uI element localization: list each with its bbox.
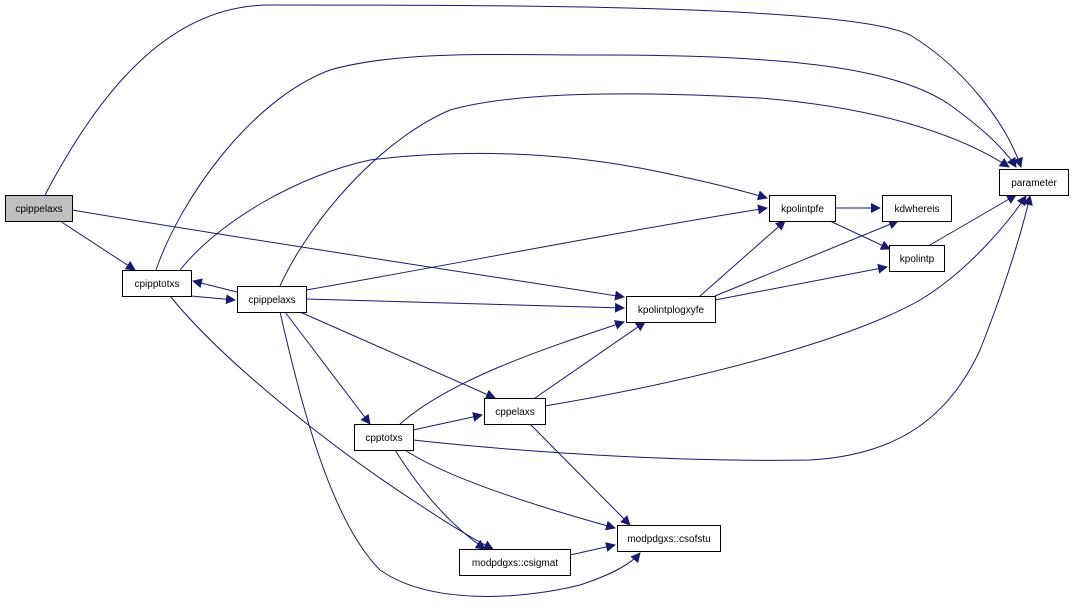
edge-cppelaxs-to-csofstu xyxy=(529,423,631,526)
edges-layer xyxy=(44,4,1033,597)
edge-cpptotxs-to-csigmat xyxy=(394,449,486,550)
edge-root-to-cpipptotxs xyxy=(59,220,136,271)
node-box[interactable] xyxy=(882,195,952,222)
edge-kpolintplogxyfe-to-kpolintpfe xyxy=(699,220,786,297)
edge-kpolintplogxyfe-to-kdwhereis xyxy=(714,219,899,297)
node-label: cpippelaxs xyxy=(15,204,62,215)
edge-cpipptotxs-to-parameter xyxy=(155,53,1017,271)
node-label: cpippelaxs xyxy=(248,295,295,306)
node-label: kpolintplogxyfe xyxy=(638,305,705,316)
edge-cppelaxs-to-parameter xyxy=(544,195,1027,407)
node-cpipptotxs[interactable]: cpipptotxs xyxy=(122,270,192,297)
edge-cpipptotxs-to-csigmat xyxy=(169,295,494,550)
node-label: modpdgxs::csofstu xyxy=(627,534,710,545)
node-kpolintp[interactable]: kpolintp xyxy=(889,245,945,272)
node-label: cpptotxs xyxy=(365,433,402,444)
node-label: cppelaxs xyxy=(495,407,534,418)
node-label: parameter xyxy=(1011,178,1057,189)
edge-kpolintpfe-to-kpolintp xyxy=(829,220,891,250)
node-parameter[interactable]: parameter xyxy=(999,169,1069,196)
node-box[interactable] xyxy=(354,424,414,451)
node-cppelaxs[interactable]: cppelaxs xyxy=(484,398,546,425)
node-kdwhereis[interactable]: kdwhereis xyxy=(882,195,952,222)
node-box[interactable] xyxy=(237,286,307,313)
edge-cpptotxs-to-csofstu xyxy=(404,449,616,531)
edge-root-to-kpolintplogxyfe xyxy=(71,209,625,301)
node-label: kpolintp xyxy=(900,254,935,265)
node-box[interactable] xyxy=(484,398,546,425)
node-box[interactable] xyxy=(5,195,73,222)
edge-csigmat-to-csofstu xyxy=(569,542,616,556)
node-label: kpolintpfe xyxy=(781,204,824,215)
node-box[interactable] xyxy=(617,525,721,552)
edge-kpolintplogxyfe-to-kpolintp xyxy=(714,263,888,301)
node-cpippelaxs2[interactable]: cpippelaxs xyxy=(237,286,307,313)
node-root[interactable]: cpippelaxs xyxy=(5,195,73,222)
edge-cpippelaxs2-to-parameter xyxy=(279,93,1010,287)
node-cpptotxs[interactable]: cpptotxs xyxy=(354,424,414,451)
edge-cpippelaxs2-to-cpipptotxs xyxy=(192,278,238,293)
node-box[interactable] xyxy=(889,245,945,272)
edge-cpippelaxs2-to-kpolintpfe xyxy=(305,204,768,291)
edge-cpptotxs-to-cppelaxs xyxy=(412,412,483,431)
nodes-layer: cpippelaxs cpipptotxs cpippelaxs kpolintpfe… xyxy=(5,169,1069,576)
edge-cpippelaxs2-to-csofstu xyxy=(279,311,641,597)
edge-kpolintp-to-parameter xyxy=(929,194,1017,246)
edge-cppelaxs-to-kpolintplogxyfe xyxy=(534,321,646,399)
node-csigmat[interactable]: modpdgxs::csigmat xyxy=(459,549,571,576)
edge-cpippelaxs2-to-cppelaxs xyxy=(299,311,496,399)
edge-root-to-parameter xyxy=(44,4,1023,196)
edge-cpptotxs-to-kpolintplogxyfe xyxy=(399,320,625,425)
edge-cpippelaxs2-to-kpolintplogxyfe xyxy=(305,298,625,313)
node-csofstu[interactable]: modpdgxs::csofstu xyxy=(617,525,721,552)
edge-cpipptotxs-to-cpippelaxs2 xyxy=(190,294,236,305)
edge-cpippelaxs2-to-cpptotxs xyxy=(284,311,371,425)
node-box[interactable] xyxy=(122,270,192,297)
edge-cpipptotxs-to-kpolintpfe xyxy=(179,152,768,271)
node-box[interactable] xyxy=(626,296,716,323)
node-box[interactable] xyxy=(769,195,836,222)
node-box[interactable] xyxy=(999,169,1069,196)
node-label: modpdgxs::csigmat xyxy=(472,558,558,569)
node-label: kdwhereis xyxy=(894,204,939,215)
node-kpolintpfe[interactable]: kpolintpfe xyxy=(769,195,836,222)
node-kpolintplogxyfe[interactable]: kpolintplogxyfe xyxy=(626,296,716,323)
node-box[interactable] xyxy=(459,549,571,576)
edge-cpptotxs-to-parameter xyxy=(412,195,1033,461)
node-label: cpipptotxs xyxy=(134,279,179,290)
